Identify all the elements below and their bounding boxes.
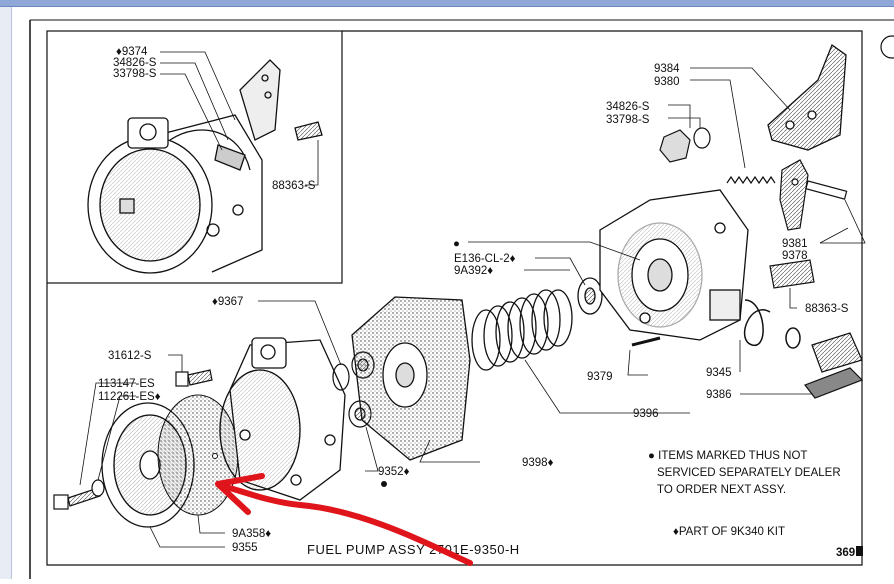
pump-body <box>219 337 346 501</box>
inset-leaders <box>160 51 319 186</box>
label-34826: 34826-S <box>606 101 650 113</box>
label-33798: 33798-S <box>606 114 650 126</box>
diagram-title: FUEL PUMP ASSY 2701E-9350-H <box>307 542 520 557</box>
label-31612: 31612-S <box>108 350 152 362</box>
label-inset-34826: 34826-S <box>113 57 157 69</box>
diagram-sheet: ♦9374 34826-S 33798-S 88363-S <box>12 7 894 579</box>
label-bullet-marker: ● <box>453 238 460 250</box>
label-9355: 9355 <box>232 542 258 554</box>
label-9345: 9345 <box>706 367 732 379</box>
page-number: 369 <box>836 547 855 559</box>
label-9352: 9352♦ <box>378 466 410 478</box>
spring-9396 <box>471 289 573 371</box>
nut-34826 <box>659 127 711 163</box>
label-9384: 9384 <box>654 63 680 75</box>
label-9378: 9378 <box>782 250 808 262</box>
screw-113147 <box>53 479 105 510</box>
kit-note: ♦PART OF 9K340 KIT <box>673 526 785 538</box>
screen-9386 <box>804 332 864 399</box>
clip-9345 <box>743 299 801 349</box>
left-scroll-gutter <box>0 7 12 579</box>
label-9367: ♦9367 <box>212 296 243 308</box>
page-border <box>29 19 894 579</box>
red-annotation-arrow <box>215 473 473 566</box>
assembled-pump-drawing <box>87 59 323 274</box>
link-9381 <box>779 159 848 231</box>
valve-housing-9398 <box>351 296 471 461</box>
exploded-parts-diagram: ♦9374 34826-S 33798-S 88363-S <box>29 19 894 579</box>
label-9396: 9396 <box>633 408 659 420</box>
label-9386: 9386 <box>706 389 732 401</box>
label-112261: 112261-ES♦ <box>98 391 161 403</box>
note-line-2: SERVICED SEPARATELY DEALER <box>657 467 841 479</box>
note-line-3: TO ORDER NEXT ASSY. <box>657 484 786 496</box>
assembled-view-inset <box>46 30 343 284</box>
label-9a392: 9A392♦ <box>454 265 493 277</box>
label-9379: 9379 <box>587 371 613 383</box>
label-9398: 9398♦ <box>522 457 554 469</box>
note-bullet-line: ● ITEMS MARKED THUS NOT <box>648 450 807 462</box>
fitting-88363-s <box>769 259 815 289</box>
label-9381: 9381 <box>782 238 808 250</box>
spring-9380 <box>726 175 776 185</box>
bullet-dot-9352 <box>381 481 387 487</box>
lower-body <box>599 189 749 341</box>
page-number-marker <box>856 546 863 556</box>
rocker-arm-9384 <box>767 43 847 151</box>
window-top-bar <box>0 0 894 7</box>
rod-9379 <box>631 336 661 347</box>
label-9a358: 9A358♦ <box>232 528 271 540</box>
exploded-view-frame <box>46 30 863 566</box>
label-inset-9374: ♦9374 <box>116 46 148 58</box>
label-113147: 113147-ES <box>98 378 155 390</box>
label-9380: 9380 <box>654 76 680 88</box>
corner-circle-mark <box>880 35 894 59</box>
label-88363: 88363-S <box>805 303 849 315</box>
screw-31612 <box>175 369 213 387</box>
seal-e136 <box>577 277 603 315</box>
label-e136: E136-CL-2♦ <box>454 253 516 265</box>
label-inset-33798: 33798-S <box>113 68 157 80</box>
leader-lines <box>79 67 866 548</box>
label-inset-88363: 88363-S <box>272 180 316 192</box>
